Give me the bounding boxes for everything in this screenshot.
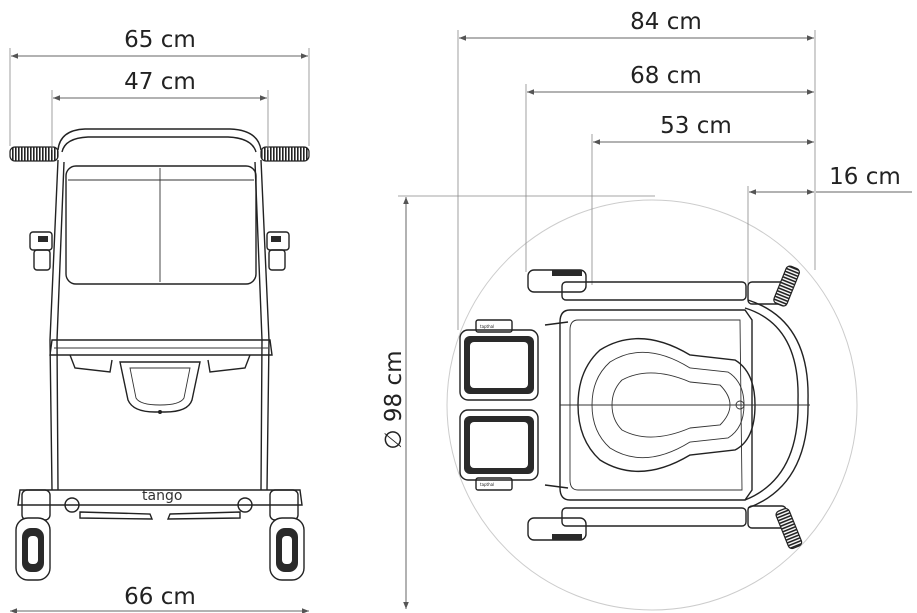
top-handle-grip-lower: [775, 507, 803, 550]
top-footplate-lower: tapthal: [459, 409, 569, 491]
diameter-dimension: ∅ 98 cm: [381, 195, 655, 609]
length-68-label: 68 cm: [630, 63, 702, 89]
front-view-chair-icon: tango: [9, 128, 310, 581]
total-length-label: 84 cm: [630, 9, 702, 35]
top-footplate-upper: tapthal: [459, 319, 569, 401]
right-armrest-clip: [266, 231, 290, 271]
front-dimensions: 65 cm 47 cm 66 cm: [9, 27, 310, 613]
offset-16-label: 16 cm: [829, 164, 901, 190]
left-armrest-clip: [29, 231, 53, 271]
turning-circle-icon: [446, 199, 858, 611]
front-right-wheel: [269, 489, 305, 581]
top-handle-grip-upper: [773, 265, 800, 307]
base-width-label: 66 cm: [124, 584, 196, 610]
top-view-chair-icon: tapthal tapthal: [459, 265, 810, 550]
right-handle-grip: [260, 146, 310, 162]
front-left-wheel: [15, 489, 51, 581]
left-handle-grip: [9, 146, 59, 162]
turning-diameter-label: ∅ 98 cm: [381, 351, 407, 450]
overall-width-label: 65 cm: [124, 27, 196, 53]
tango-logo: tango: [142, 488, 182, 504]
top-dimensions: 84 cm 68 cm 53 cm 16 cm: [457, 9, 912, 330]
footplate-logo-lower: tapthal: [480, 482, 494, 487]
footplate-logo-upper: tapthal: [480, 324, 494, 329]
seat-width-label: 47 cm: [124, 69, 196, 95]
length-53-label: 53 cm: [660, 113, 732, 139]
